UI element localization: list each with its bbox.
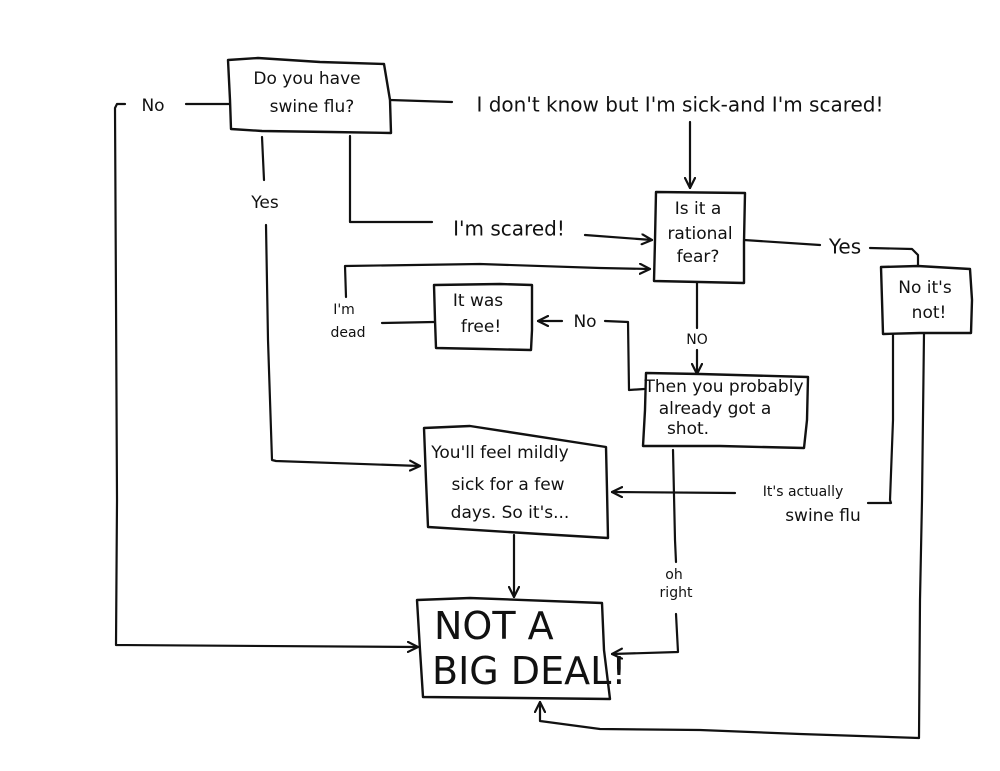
node-text-line: Then you probably (643, 377, 803, 397)
node-text-line: shot. (667, 419, 709, 439)
node-text-line: BIG DEAL! (432, 649, 626, 693)
edge-fear-yes: Yes (742, 235, 920, 268)
edge-label-fear-no: NO (686, 332, 708, 348)
edge-dont-know: I don't know but I'm sick-and I'm scared… (388, 93, 884, 190)
edge-label-im-dead-2: dead (331, 325, 366, 341)
edge-label-shot-no: No (573, 312, 596, 332)
node-swine-flu-question: Do you have swine flu? (226, 56, 393, 135)
node-text-line: You'll feel mildly (430, 443, 568, 463)
edge-im-scared: I'm scared! (348, 134, 654, 241)
node-text-line: NOT A (434, 604, 554, 648)
edge-label-oh-right-2: right (660, 585, 693, 601)
edge-label-yes: Yes (250, 193, 279, 213)
edge-label-im-dead-1: I'm (333, 302, 355, 318)
edge-label-dont-know: I don't know but I'm sick-and I'm scared… (476, 93, 883, 117)
edge-yes: Yes (250, 135, 422, 466)
edge-notnot-to-bigdeal (540, 331, 926, 740)
node-rational-fear-question: Is it a rational fear? (652, 190, 747, 285)
edge-oh-right: oh right (610, 448, 693, 654)
edge-label-oh-right-1: oh (665, 567, 682, 583)
node-text-line: No it's (898, 278, 952, 298)
edge-label-actually-1: It's actually (763, 484, 844, 500)
node-text-line: Do you have (253, 69, 360, 89)
node-text-line: It was (453, 291, 503, 311)
edge-no: No (113, 96, 420, 647)
node-text-line: rational (667, 224, 732, 244)
node-already-got-shot: Then you probably already got a shot. (641, 371, 810, 450)
node-not-a-big-deal: NOT A BIG DEAL! (415, 596, 626, 701)
node-text-line: not! (912, 303, 947, 323)
edge-label-no: No (141, 96, 164, 116)
node-text-line: Is it a (675, 199, 721, 219)
node-text-line: already got a (659, 399, 772, 419)
edge-shot-no: No (536, 312, 646, 392)
edge-im-dead: I'm dead (331, 264, 652, 341)
edge-label-actually-2: swine flu (785, 506, 861, 526)
node-text-line: swine flu? (270, 97, 355, 117)
node-text-line: free! (461, 317, 501, 337)
node-text-line: sick for a few (451, 475, 564, 495)
node-no-its-not: No it's not! (879, 264, 974, 336)
edge-label-fear-yes: Yes (828, 235, 861, 259)
node-feel-mildly-sick: You'll feel mildly sick for a few days. … (422, 424, 610, 540)
edge-actually-swine-flu: It's actually swine flu (610, 331, 895, 526)
edge-fear-no: NO (686, 281, 708, 376)
node-text-line: days. So it's... (451, 503, 570, 523)
node-it-was-free: It was free! (432, 282, 534, 352)
edge-label-im-scared: I'm scared! (453, 217, 565, 241)
node-text-line: fear? (677, 247, 720, 267)
